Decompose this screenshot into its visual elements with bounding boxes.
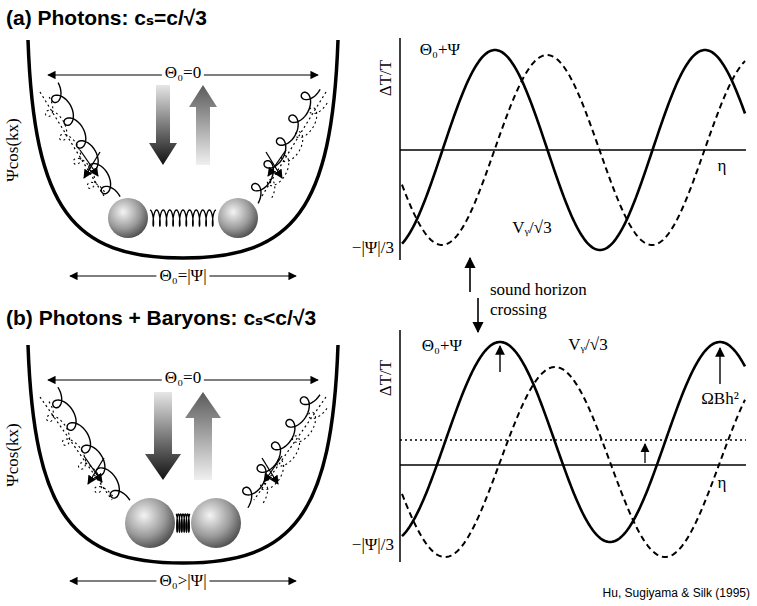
width-label-text: Θ₀>|Ψ| [156, 571, 209, 590]
width-label-text: Θ₀=0 [162, 368, 204, 387]
baryon-photon-mass [191, 498, 241, 548]
panel-title-text: (b) Photons + Baryons: cₛ<c/√3 [6, 306, 316, 329]
small-arrow [266, 152, 282, 178]
potential-well [28, 40, 338, 258]
photon-mass [218, 198, 258, 238]
axis-label: ΔT/T [376, 60, 396, 96]
gravity-arrow [149, 85, 177, 165]
width-label: Θ₀=0 [162, 368, 204, 388]
panel-title: (a) Photons: cₛ=c/√3 [6, 6, 207, 30]
panel-b-chart [400, 330, 746, 562]
axis-label: η [718, 473, 727, 493]
spring [45, 97, 105, 193]
width-label: Θ₀=|Ψ| [156, 266, 209, 286]
curves [402, 50, 745, 250]
gravity-arrow [145, 392, 181, 480]
curve-label: Vᵧ/√3 [512, 218, 551, 238]
baryon-photon-mass [125, 498, 175, 548]
width-label-text: Θ₀=|Ψ| [156, 266, 209, 285]
spring [260, 408, 327, 503]
potential-label-text: Ψcos(kx) [3, 118, 22, 182]
curve-label: Vᵧ/√3 [568, 335, 607, 355]
width-label-text: Θ₀=0 [162, 63, 204, 82]
springs [45, 83, 327, 226]
pressure-arrow [189, 85, 217, 165]
crossing-arrow [469, 258, 471, 292]
spring [243, 395, 320, 508]
potential-label: Ψcos(kx) [3, 423, 23, 487]
panel-a-chart [400, 38, 746, 260]
width-label: Θ₀>|Ψ| [156, 571, 209, 591]
zero-point-line [400, 439, 746, 440]
axis-label-text: ΔT/T [376, 360, 395, 396]
velocity-curve [402, 55, 745, 245]
spring [252, 89, 321, 203]
curve-label-text: Vᵧ/√3 [568, 335, 607, 354]
dotted-line [40, 397, 112, 500]
dotted-line [262, 92, 326, 196]
shift-arrow [644, 444, 645, 463]
parameter-label: ΩBh² [701, 389, 739, 409]
axis-label-text: η [718, 156, 727, 175]
curves [402, 342, 745, 557]
spring [267, 103, 327, 199]
temperature-curve [402, 50, 745, 250]
x-axis [400, 464, 746, 466]
axis-value-text: −|Ψ|/3 [352, 238, 394, 257]
curve-label-text: Θ₀+Ψ [422, 336, 462, 355]
pressure-arrow [185, 392, 221, 480]
curve-label-text: Vᵧ/√3 [512, 218, 551, 237]
y-axis [399, 38, 401, 260]
dotted-line [254, 397, 326, 500]
photon-mass [108, 198, 148, 238]
credit-text: Hu, Sugiyama & Silk (1995) [603, 586, 750, 600]
curve-label: Θ₀+Ψ [420, 40, 460, 60]
x-axis [400, 149, 746, 151]
curve-label-text: Θ₀+Ψ [420, 40, 460, 59]
peak-arrow [499, 346, 500, 372]
peak-arrow [719, 348, 720, 384]
potential-well [28, 345, 338, 563]
axis-value: −|Ψ|/3 [352, 238, 394, 258]
width-label: Θ₀=0 [162, 63, 204, 83]
panel-title-text: (a) Photons: cₛ=c/√3 [6, 6, 207, 29]
spring [52, 83, 121, 197]
spring [150, 210, 216, 226]
spring [176, 514, 190, 532]
small-arrow [264, 456, 282, 482]
spring [53, 387, 130, 500]
annotation-text: sound horizon crossing [490, 280, 587, 319]
panel-a-well [28, 40, 338, 276]
credit: Hu, Sugiyama & Silk (1995) [603, 586, 750, 600]
parameter-label-text: ΩBh² [701, 389, 739, 408]
velocity-curve [402, 367, 745, 557]
axis-value: −|Ψ|/3 [352, 535, 394, 555]
axis-value-text: −|Ψ|/3 [352, 535, 394, 554]
axis-label: ΔT/T [376, 360, 396, 396]
potential-label-text: Ψcos(kx) [3, 423, 22, 487]
springs [46, 387, 327, 532]
temperature-curve [402, 342, 745, 542]
axis-label: η [718, 156, 727, 176]
panel-title: (b) Photons + Baryons: cₛ<c/√3 [6, 306, 316, 330]
spring [46, 402, 113, 497]
curve-label: Θ₀+Ψ [422, 336, 462, 356]
potential-label: Ψcos(kx) [3, 118, 23, 182]
annotation: sound horizon crossing [490, 280, 600, 320]
crossing-arrow [477, 298, 479, 332]
axis-label-text: ΔT/T [376, 60, 395, 96]
axis-label-text: η [718, 473, 727, 492]
panel-b-well [28, 345, 338, 581]
y-axis [399, 330, 401, 562]
